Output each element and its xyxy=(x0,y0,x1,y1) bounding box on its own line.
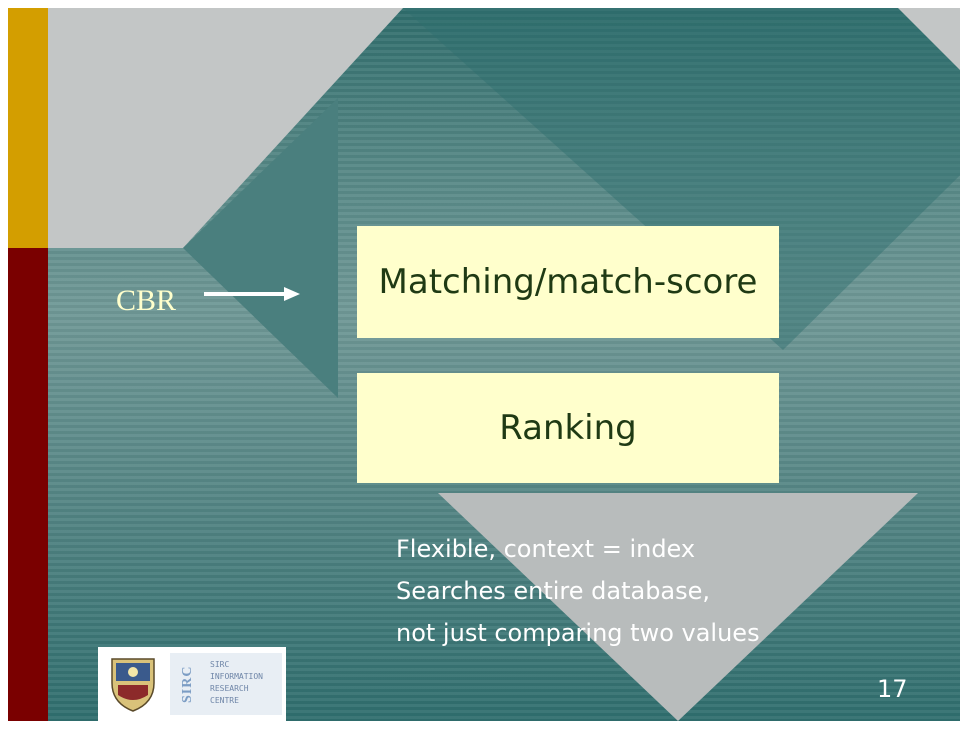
teal-diamond xyxy=(403,8,960,350)
background-diamonds xyxy=(48,8,960,721)
grey-top-left-panel xyxy=(48,8,403,248)
matching-box-label: Matching/match-score xyxy=(378,262,758,302)
sirc-logo-name: SIRC xyxy=(180,665,195,703)
notes: Flexible, context = index Searches entir… xyxy=(396,528,760,654)
sirc-logo: SIRC SIRC INFORMATION RESEARCH CENTRE xyxy=(170,653,282,715)
ranking-box-label: Ranking xyxy=(499,408,637,448)
grey-top-right-corner xyxy=(898,8,960,70)
right-arrow-icon xyxy=(204,287,300,301)
note-line: Flexible, context = index xyxy=(396,535,696,563)
sirc-logo-line: RESEARCH xyxy=(210,684,249,693)
sirc-logo-line: INFORMATION xyxy=(210,672,263,681)
ranking-box: Ranking xyxy=(357,373,779,483)
page-number: 17 xyxy=(877,675,908,703)
slide: Matching/match-score Ranking CBR Flexibl… xyxy=(8,8,960,721)
matching-box: Matching/match-score xyxy=(357,226,779,338)
note-line: not just comparing two values xyxy=(396,619,760,647)
logos: SIRC SIRC INFORMATION RESEARCH CENTRE xyxy=(98,647,286,721)
note-line: Searches entire database, xyxy=(396,577,711,605)
red-accent-bar xyxy=(8,248,48,721)
grey-bottom-diamond xyxy=(438,493,918,721)
sirc-logo-line: CENTRE xyxy=(210,696,239,705)
gold-accent-bar xyxy=(8,8,48,248)
sirc-logo-line: SIRC xyxy=(210,660,230,669)
cbr-label: CBR xyxy=(116,284,177,317)
teal-left-diamond xyxy=(183,98,338,398)
university-crest-logo xyxy=(111,658,155,712)
